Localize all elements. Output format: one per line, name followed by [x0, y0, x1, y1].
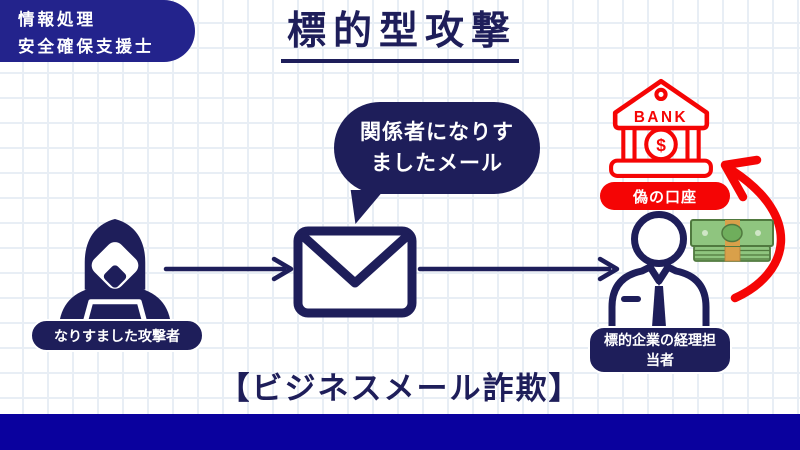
- envelope-icon: [293, 226, 417, 318]
- speech-bubble: 関係者になりす ましたメール: [334, 102, 540, 194]
- cash-band-bottom: [724, 245, 741, 262]
- speech-bubble-tail: [350, 190, 384, 224]
- caption-text: 【ビジネスメール詐欺】: [218, 371, 582, 406]
- bank-dollar-text: $: [656, 135, 666, 155]
- target-label: 標的企業の経理担 当者: [588, 326, 732, 374]
- cash-bill-ellipse: [721, 223, 743, 243]
- hacker-chin: [103, 265, 127, 288]
- bank-sign-text: BANK: [634, 109, 688, 126]
- cash-bill-dot-right: [755, 230, 761, 236]
- bank-column-left: [621, 126, 637, 163]
- hacker-icon: [58, 219, 172, 333]
- cash-stack-icon: [690, 219, 774, 262]
- attacker-label: なりすました攻撃者: [30, 319, 204, 352]
- accountant-head: [631, 211, 687, 267]
- bank-column-right: [685, 126, 701, 163]
- arrow-email-to-target-icon: [417, 256, 620, 282]
- page-title: 標的型攻撃: [0, 0, 800, 63]
- bank-pediment: [612, 78, 710, 131]
- fake-account-label: 偽の口座: [600, 182, 730, 210]
- bank-base: [609, 158, 713, 178]
- envelope-flap: [299, 232, 411, 288]
- bank-apex-dot: [654, 87, 668, 102]
- bottom-bar: [0, 414, 800, 450]
- certification-badge: 情報処理 安全確保支援士: [0, 0, 195, 62]
- accountant-icon: [608, 211, 710, 333]
- accountant-tie-knot: [653, 275, 665, 286]
- bank-icon: BANK $: [609, 78, 713, 178]
- arrow-attacker-to-email-icon: [163, 256, 294, 282]
- accountant-tie: [652, 286, 666, 327]
- page-title-text: 標的型攻撃: [280, 0, 519, 63]
- cash-bill-dot-left: [702, 230, 708, 236]
